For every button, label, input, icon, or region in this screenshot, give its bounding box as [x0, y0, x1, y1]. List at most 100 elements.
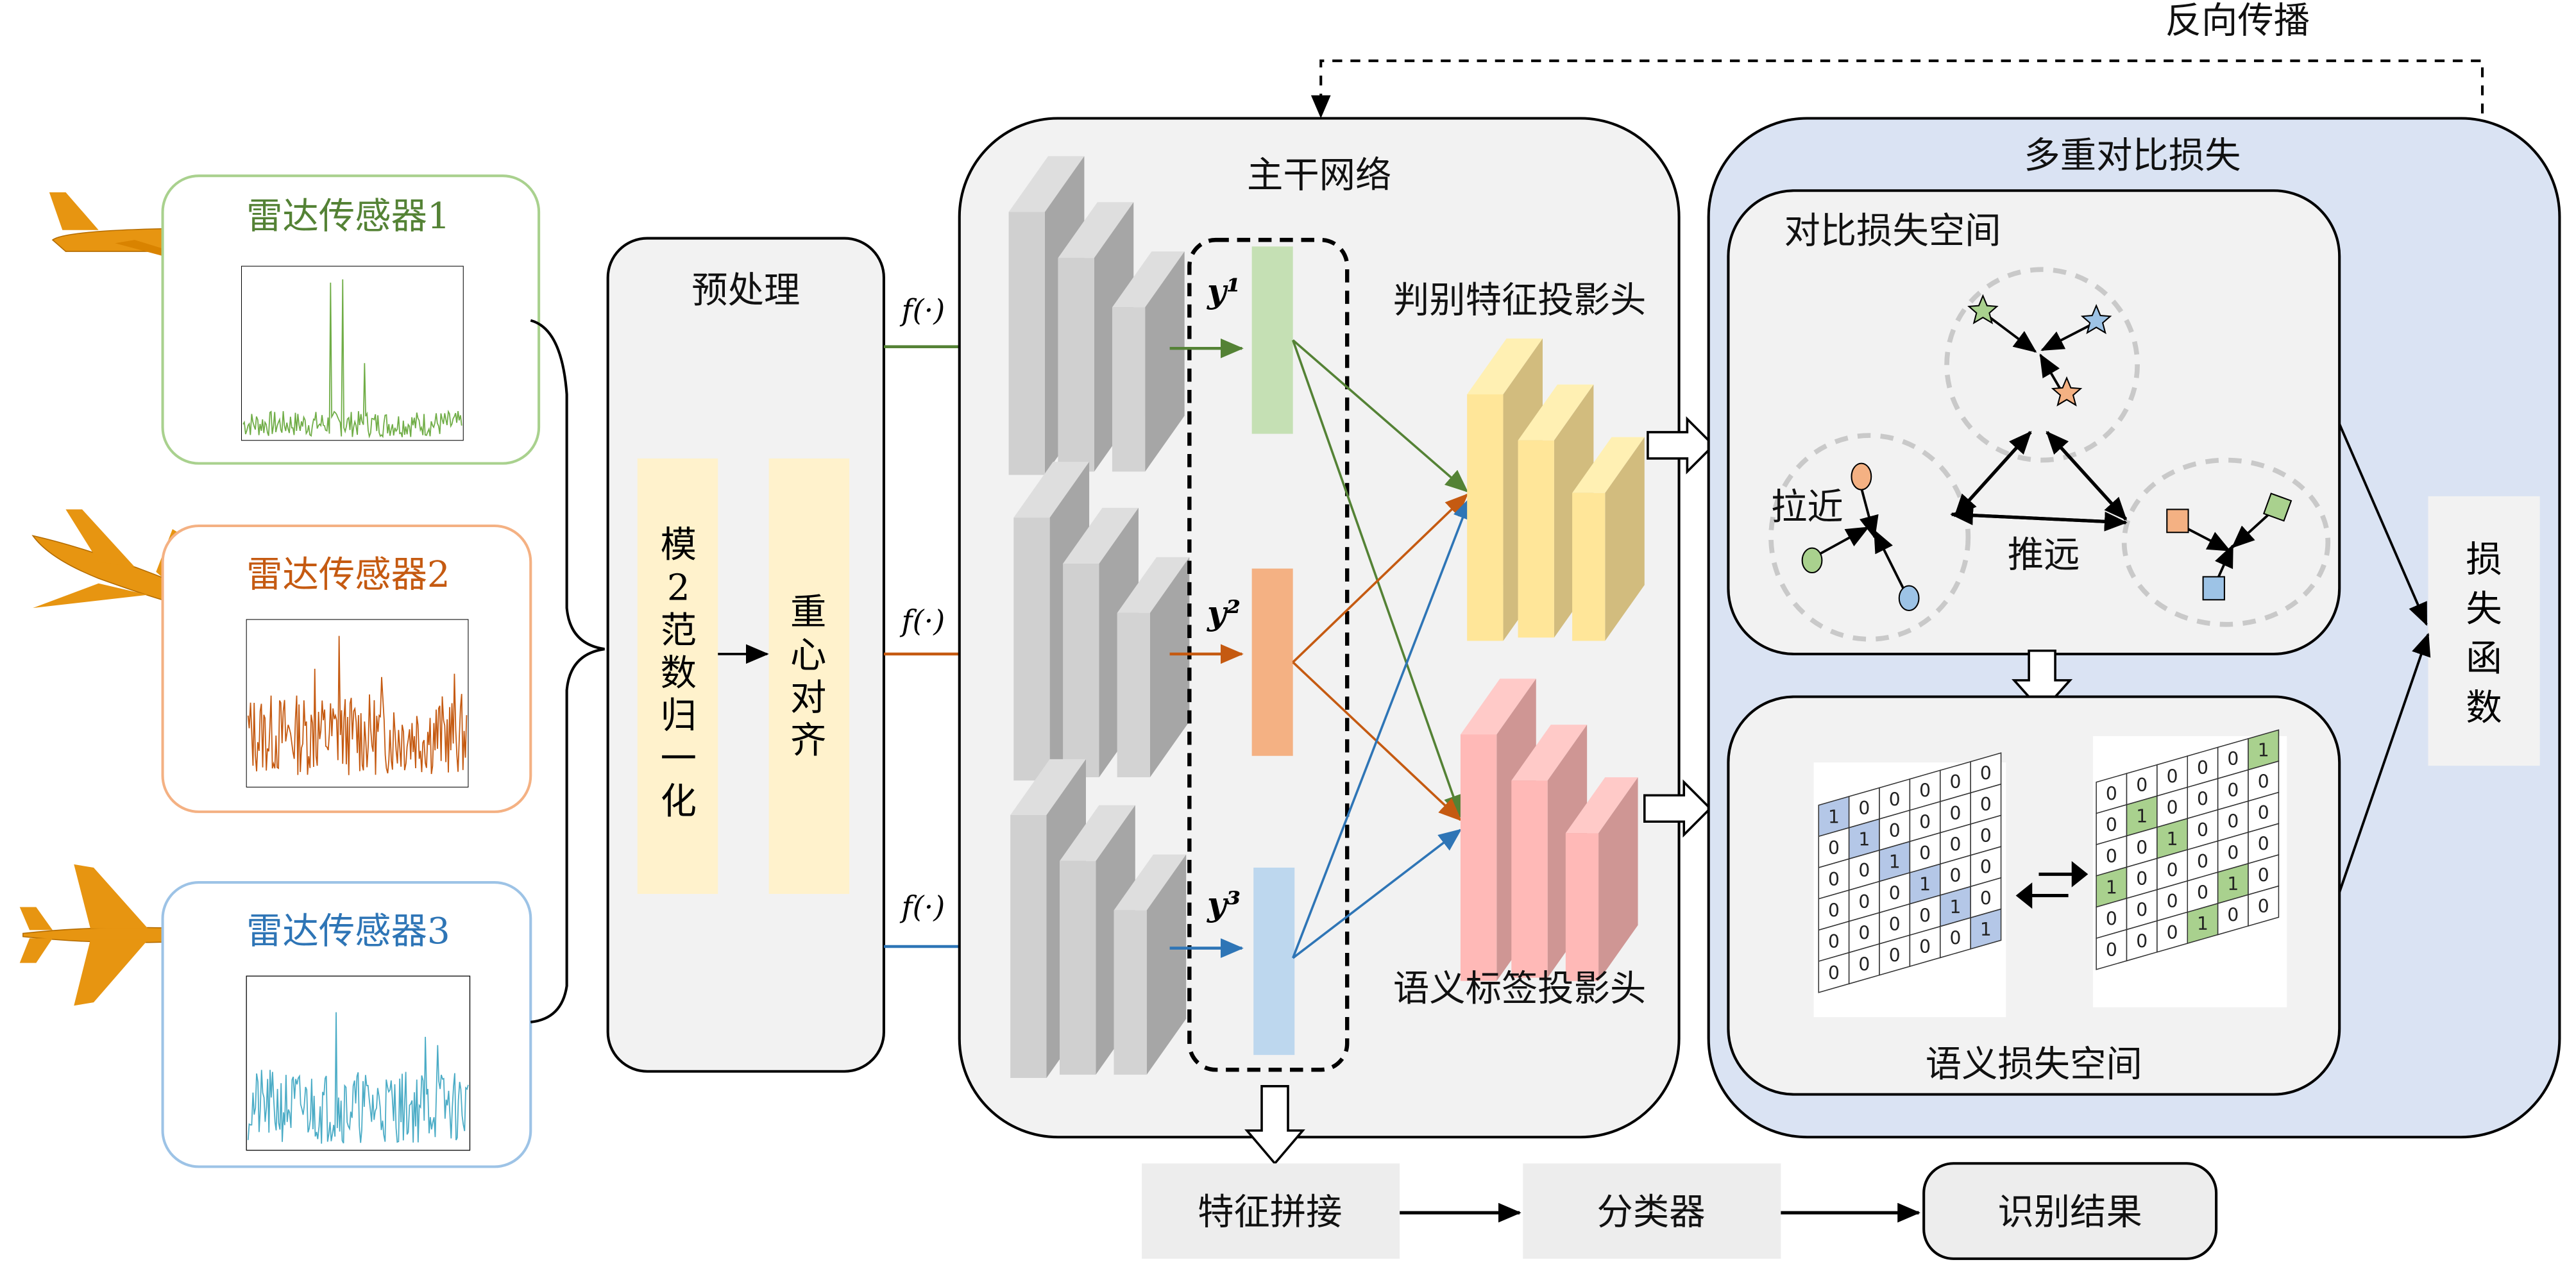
sensor-merge-brace — [530, 319, 605, 1023]
matrix-cell-value: 0 — [1889, 820, 1901, 841]
matrix-cell-value: 0 — [2136, 930, 2148, 952]
push-arrows: 推远 — [1950, 431, 2128, 576]
sensor-3-signal — [247, 1012, 469, 1144]
matrix-cell-value: 0 — [2167, 859, 2178, 880]
classifier-box — [1523, 1163, 1781, 1259]
matrix-cell-value: 1 — [1828, 806, 1840, 827]
matrix-cell-value: 0 — [2227, 780, 2239, 801]
star-icon — [1967, 294, 1999, 324]
sensor-panel-3: 雷达传感器3 — [19, 864, 532, 1168]
feature-y3 — [1253, 868, 1295, 1056]
matrix-cell-value: 1 — [1980, 919, 1992, 940]
vertical-char: 数 — [2466, 687, 2502, 728]
backprop-label: 反向传播 — [2165, 0, 2310, 42]
matrix-cell-value: 0 — [1889, 945, 1901, 966]
sensor-1-plot-frame — [241, 265, 464, 441]
result-box — [1922, 1162, 2218, 1260]
vertical-char: 归 — [661, 695, 697, 737]
swap-arrows-icon — [2015, 861, 2089, 909]
pull-label: 拉近 — [1771, 487, 1843, 528]
matrix-cell-value: 0 — [2136, 900, 2148, 921]
feature-label-y2: y² — [1207, 594, 1241, 633]
matrix-cell-value: 0 — [1950, 928, 1962, 949]
matrix-cell-value: 0 — [2197, 757, 2208, 778]
matrix-cell-value: 0 — [2258, 771, 2269, 792]
hollow-arrow-right-icon — [1643, 779, 1712, 838]
contrast-space-box — [1727, 189, 2341, 655]
matrix-cell-value: 0 — [1889, 882, 1901, 904]
cluster-squares — [2121, 457, 2331, 627]
sensor-3-plot-frame — [246, 975, 471, 1151]
matrix-cell-value: 0 — [2167, 891, 2178, 912]
vertical-char: 心 — [790, 634, 826, 676]
matrix-cell-value: 1 — [2197, 913, 2208, 934]
matrix-cell-value: 0 — [1858, 923, 1870, 944]
matrix-cell-value: 0 — [1980, 794, 1992, 815]
backbone-title: 主干网络 — [1247, 155, 1391, 196]
square-points — [2166, 492, 2292, 601]
square-point-icon — [2262, 492, 2292, 522]
matrix-cell-value: 0 — [1950, 865, 1962, 886]
vertical-char: 损 — [2466, 539, 2502, 581]
matrix-cell-value: 0 — [2167, 797, 2178, 818]
matrix-cell-value: 1 — [1889, 852, 1901, 873]
matrix-cell-value: 0 — [2106, 939, 2117, 961]
matrix-cell-value: 0 — [2197, 788, 2208, 809]
matrix-cell-value: 0 — [2197, 820, 2208, 841]
matrix-cell-value: 0 — [1950, 834, 1962, 855]
vertical-char: 化 — [661, 780, 697, 822]
result-label: 识别结果 — [1997, 1191, 2142, 1233]
feature-label-y1: y¹ — [1207, 272, 1241, 310]
contrast-to-loss-arrow — [2338, 423, 2428, 627]
matrix-cell-value: 0 — [1919, 905, 1931, 926]
matrix-cell-value: 0 — [1919, 780, 1931, 802]
sem-proj-head-block — [1460, 678, 1638, 981]
matrix-cell-value: 0 — [2167, 922, 2178, 943]
mapping-label-1: f(·) — [900, 293, 945, 328]
square-point-icon — [2166, 509, 2189, 534]
loss-function-box — [2428, 496, 2540, 766]
matrix-cell-value: 0 — [2227, 748, 2239, 770]
matrix-cell-value: 1 — [1919, 874, 1931, 895]
mapping-label-3: f(·) — [900, 889, 945, 924]
feature-concat-label: 特征拼接 — [1198, 1191, 1342, 1233]
matrix-cell-value: 0 — [1889, 789, 1901, 810]
matrix-cell-value: 0 — [1919, 811, 1931, 832]
cnn-block-3 — [1010, 759, 1187, 1078]
semantic-space-title: 语义损失空间 — [1926, 1043, 2142, 1085]
matrix-cell-value: 0 — [2197, 882, 2208, 904]
mapping-label-2: f(·) — [900, 603, 945, 638]
matrix-cell-value: 1 — [2167, 829, 2178, 850]
multi-contrastive-loss-panel: 多重对比损失 对比损失空间 拉近 — [1707, 117, 2561, 1139]
matrix-cell-value: 0 — [2197, 851, 2208, 872]
matrix-cell — [1970, 908, 2002, 950]
matrix-cell-value: 0 — [2136, 775, 2148, 796]
matrix-cell-value: 0 — [1858, 798, 1870, 819]
sem-head-label: 语义标签投影头 — [1393, 968, 1646, 1010]
matrix-cell-value: 1 — [2258, 740, 2269, 761]
matrix-cell-value: 0 — [1828, 931, 1840, 952]
square-point-icon — [2202, 576, 2225, 601]
feature-label-y3: y³ — [1207, 885, 1241, 923]
vertical-char: 齐 — [790, 720, 826, 762]
sensor-box-1 — [161, 174, 541, 465]
sensor-label-3: 雷达传感器3 — [246, 911, 450, 952]
matrix-cell-value: 1 — [2227, 873, 2239, 895]
backbone-panel: 主干网络 y¹ y² y³ 判别特征投影头 语义标签投影头 — [958, 117, 1681, 1139]
cnn-block-1 — [1008, 156, 1185, 475]
sensor-box-3 — [161, 881, 532, 1168]
star-points — [1967, 294, 2112, 407]
vertical-char: 对 — [790, 677, 826, 719]
matrix-cell-value: 0 — [1889, 914, 1901, 935]
matrix-cell-value: 0 — [1950, 803, 1962, 824]
matrix-cell-value: 0 — [1858, 860, 1870, 881]
classifier-label: 分类器 — [1597, 1191, 1706, 1233]
matrix-cell-value: 0 — [2258, 802, 2269, 823]
matrix-cell-value: 0 — [2258, 896, 2269, 917]
matrix-cell-value: 0 — [1828, 900, 1840, 921]
vertical-char: 重 — [790, 592, 826, 634]
